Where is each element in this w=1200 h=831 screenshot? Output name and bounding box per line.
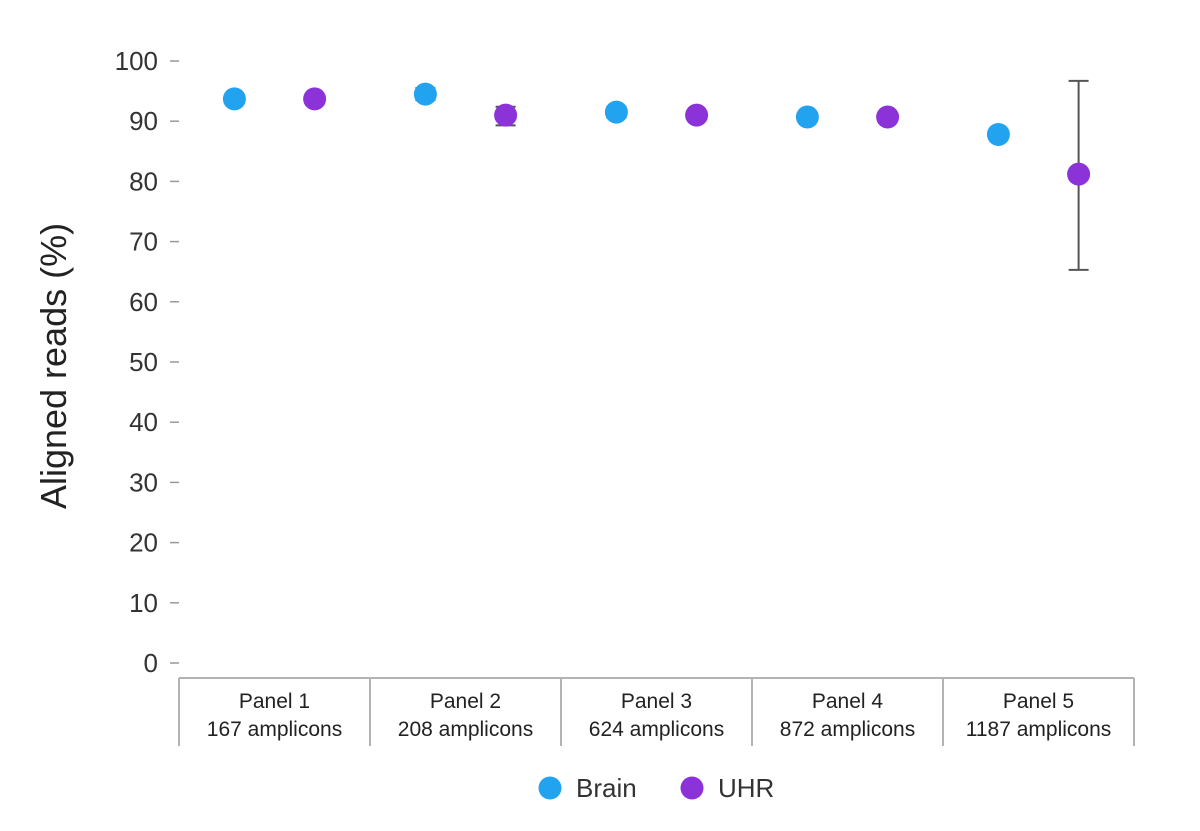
y-tick-label: 30 [129, 467, 158, 497]
category-sublabel: 208 amplicons [398, 718, 533, 741]
y-tick-label: 90 [129, 106, 158, 136]
point-uhr [494, 103, 518, 127]
category-sublabel: 167 amplicons [207, 718, 342, 741]
point-uhr [303, 87, 327, 111]
y-tick-label: 50 [129, 347, 158, 377]
point-brain [795, 105, 819, 129]
y-tick-label: 0 [144, 648, 158, 678]
y-tick-label: 60 [129, 287, 158, 317]
legend-marker-brain [538, 776, 562, 800]
point-uhr [876, 105, 900, 129]
legend-marker-uhr [680, 776, 704, 800]
category-label: Panel 3 [621, 690, 692, 713]
y-tick-label: 40 [129, 407, 158, 437]
point-uhr [685, 103, 709, 127]
category-sublabel: 1187 amplicons [966, 718, 1112, 741]
point-brain [604, 100, 628, 124]
x-axis: Panel 1 167 amplicons Panel 2 208 amplicons… [178, 677, 1135, 746]
y-tick-label: 10 [129, 588, 158, 618]
point-brain [222, 87, 246, 111]
category-sublabel: 624 amplicons [589, 718, 724, 741]
y-axis: 0 10 20 30 40 50 60 70 80 90 100 [115, 46, 179, 678]
point-uhr [1067, 162, 1091, 186]
legend-label-uhr: UHR [718, 773, 774, 803]
legend: Brain UHR [538, 773, 774, 803]
y-tick-label: 80 [129, 166, 158, 196]
category-label: Panel 5 [1003, 690, 1074, 713]
category-label: Panel 4 [812, 690, 884, 713]
data-points [222, 82, 1091, 186]
category-label: Panel 2 [430, 690, 501, 713]
legend-label-brain: Brain [576, 773, 637, 803]
point-brain [986, 122, 1010, 146]
y-axis-label: Aligned reads (%) [33, 223, 74, 509]
y-tick-label: 70 [129, 227, 158, 257]
y-tick-label: 20 [129, 528, 158, 558]
category-label: Panel 1 [239, 690, 310, 713]
y-tick-label: 100 [115, 46, 158, 76]
error-bars [224, 79, 1089, 271]
point-brain [413, 82, 437, 106]
category-sublabel: 872 amplicons [780, 718, 915, 741]
